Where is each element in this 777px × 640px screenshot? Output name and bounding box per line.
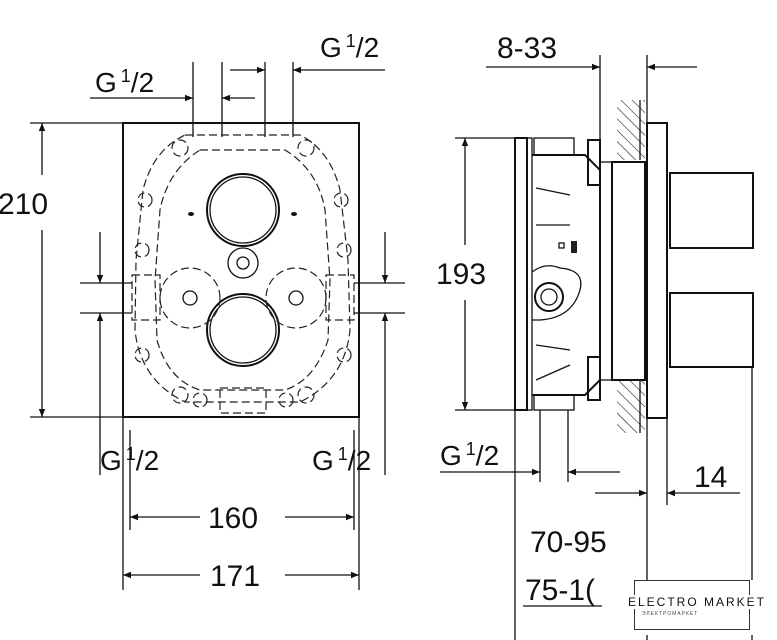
screw-holes <box>134 139 352 408</box>
height-dimension: 210 <box>0 188 48 221</box>
plate-thickness-dimension: 14 <box>694 461 727 494</box>
wall-hatch-top <box>617 100 645 160</box>
wall-depth-dimension: 8-33 <box>497 32 557 65</box>
inner-width-dimension: 160 <box>208 502 258 535</box>
side-height-dimension: 193 <box>436 258 486 291</box>
outer-width-dimension: 171 <box>210 560 260 593</box>
wall-hatch-bottom <box>617 380 645 433</box>
center-small-circle <box>227 247 259 279</box>
upper-handle <box>669 172 754 249</box>
connector-circle <box>534 282 564 312</box>
spacer-block <box>611 161 646 381</box>
install-depth-dimension: 70-95 <box>530 526 607 559</box>
face-plate <box>646 122 668 419</box>
watermark-title: ELECTRO MARKET <box>628 595 768 609</box>
front-plate <box>122 122 360 418</box>
watermark-subtitle: ЭЛЕКТРОМАРКЕТ <box>642 611 699 617</box>
valve-body <box>514 137 528 411</box>
watermark-logo: ELECTRO MARKET ЭЛЕКТРОМАРКЕТ <box>628 580 768 635</box>
upper-valve-circle <box>206 173 280 247</box>
lower-valve-circle <box>206 293 280 367</box>
total-depth-dimension: 75-1( <box>525 574 595 607</box>
lower-handle <box>669 292 754 368</box>
